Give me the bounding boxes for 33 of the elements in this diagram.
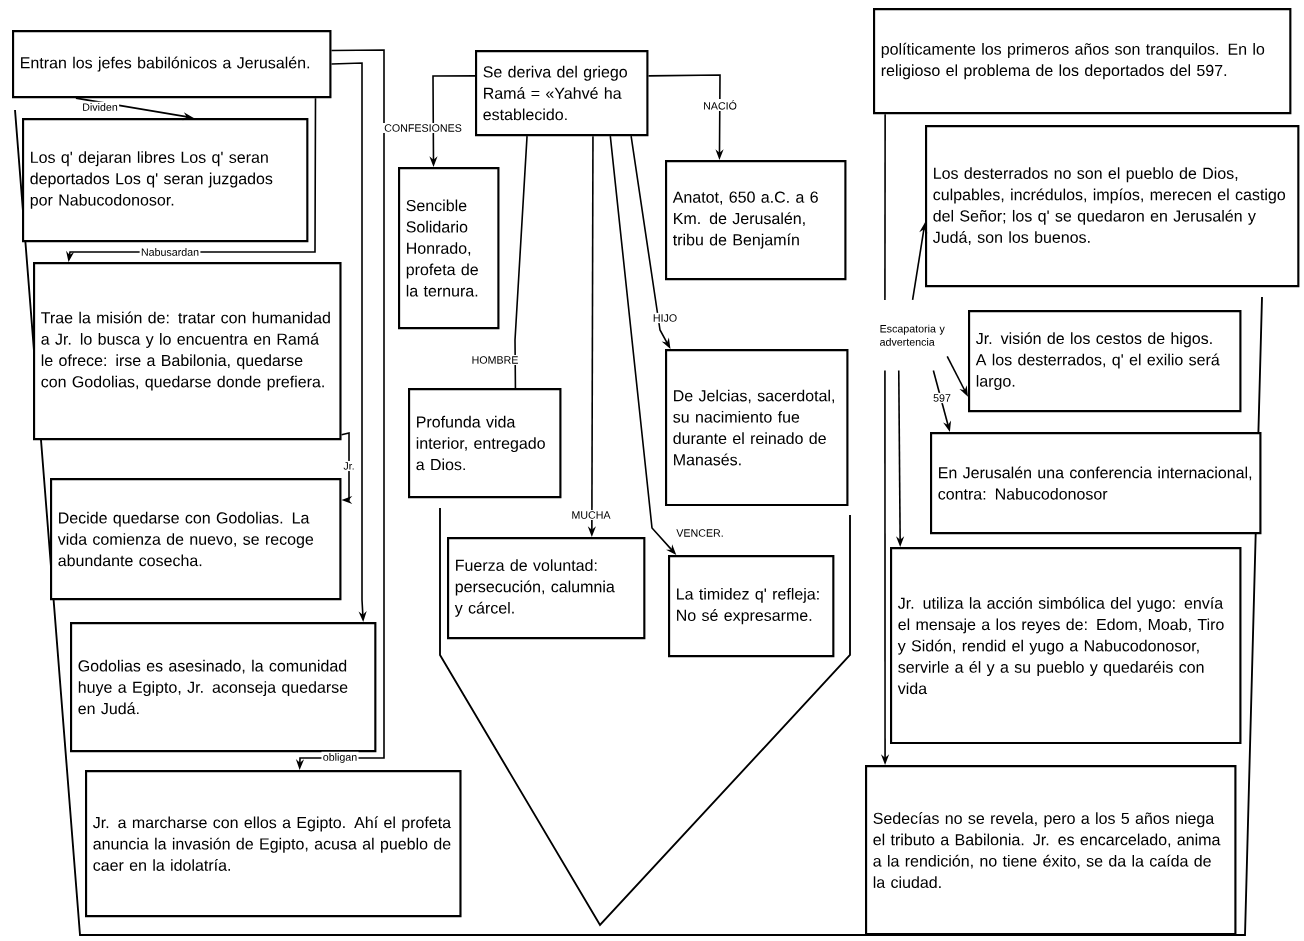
text-box: Jr. a marcharse con ellos a Egipto. Ahí el profeta anuncia la invasión de Egipto, acusa al pueblo de caer en la idolatría. <box>85 770 462 918</box>
text-box: Jr. visión de los cestos de higos. A los desterrados, q' el exilio será largo. <box>968 310 1242 413</box>
edge-label: HIJO <box>651 312 679 324</box>
text-box: Trae la misión de: tratar con humanidad a Jr. lo busca y lo encuentra en Ramá le ofrece: irse a Babilonia, quedarse con Godolias, quedarse donde prefiera. <box>33 262 342 441</box>
text-box: Entran los jefes babilónicos a Jerusalén. <box>12 30 332 99</box>
text-box: Profunda vida interior, entregado a Dios. <box>408 388 562 499</box>
text-box: Se deriva del griego Ramá = «Yahvé ha establecido. <box>475 50 649 137</box>
text-box: En Jerusalén una conferencia internacional, contra: Nabucodonosor <box>930 432 1262 535</box>
text-box: políticamente los primeros años son tranquilos. En lo religioso el problema de los deportados del 597. <box>873 8 1292 115</box>
connector-line <box>884 113 886 301</box>
text-box: La timidez q' refleja: No sé expresarme. <box>668 555 835 658</box>
text-box: Decide quedarse con Godolias. La vida comienza de nuevo, se recoge abundante cosecha. <box>50 478 342 601</box>
edge-label: Dividen <box>80 101 120 113</box>
edge-label: Jr. <box>342 460 356 472</box>
text-box: Sencible Solidario Honrado, profeta de la ternura. <box>398 167 500 330</box>
edge-label: HOMBRE <box>470 354 520 366</box>
edge-label: 597 <box>931 392 953 404</box>
text-box: Sedecías no se revela, pero a los 5 años niega el tributo a Babilonia. Jr. es encarcelado, anima a la rendición, no tiene éxito, se da la caída de la ciudad. <box>865 765 1237 936</box>
text-box: Anatot, 650 a.C. a 6 Km. de Jerusalén, tribu de Benjamín <box>665 160 847 281</box>
text-box: Godolias es asesinado, la comunidad huye a Egipto, Jr. aconseja quedarse en Judá. <box>70 622 377 753</box>
arrow <box>340 432 353 505</box>
edge-label: Nabusardan <box>139 246 201 258</box>
edge-label: VENCER. <box>674 527 726 539</box>
text-box: De Jelcias, sacerdotal, su nacimiento fue durante el reinado de Manasés. <box>665 349 849 507</box>
edge-label: MUCHA <box>570 509 612 521</box>
note-text: Escapatoria y advertencia <box>880 324 945 346</box>
text-box: Los q' dejaran libres Los q' seran deportados Los q' seran juzgados por Nabucodonosor. <box>22 118 309 243</box>
connector-line <box>514 135 528 389</box>
edge-label: CONFESIONES <box>382 122 464 134</box>
edge-label: NACIÓ <box>701 99 739 111</box>
text-box: Jr. utiliza la acción simbólica del yugo: envía el mensaje a los reyes de: Edom, Moab, Tiro y Sidón, rendid el yugo a Nabucodonosor, servirle a él y a su pueblo y quedaréis con vida <box>890 547 1242 745</box>
text-box: Los desterrados no son el pueblo de Dios, culpables, incrédulos, impíos, merecen el castigo del Señor; los q' se quedaron en Jerusalén y Judá, son los buenos. <box>925 125 1300 288</box>
text-box: Fuerza de voluntad: persecución, calumnia y cárcel. <box>447 537 646 640</box>
